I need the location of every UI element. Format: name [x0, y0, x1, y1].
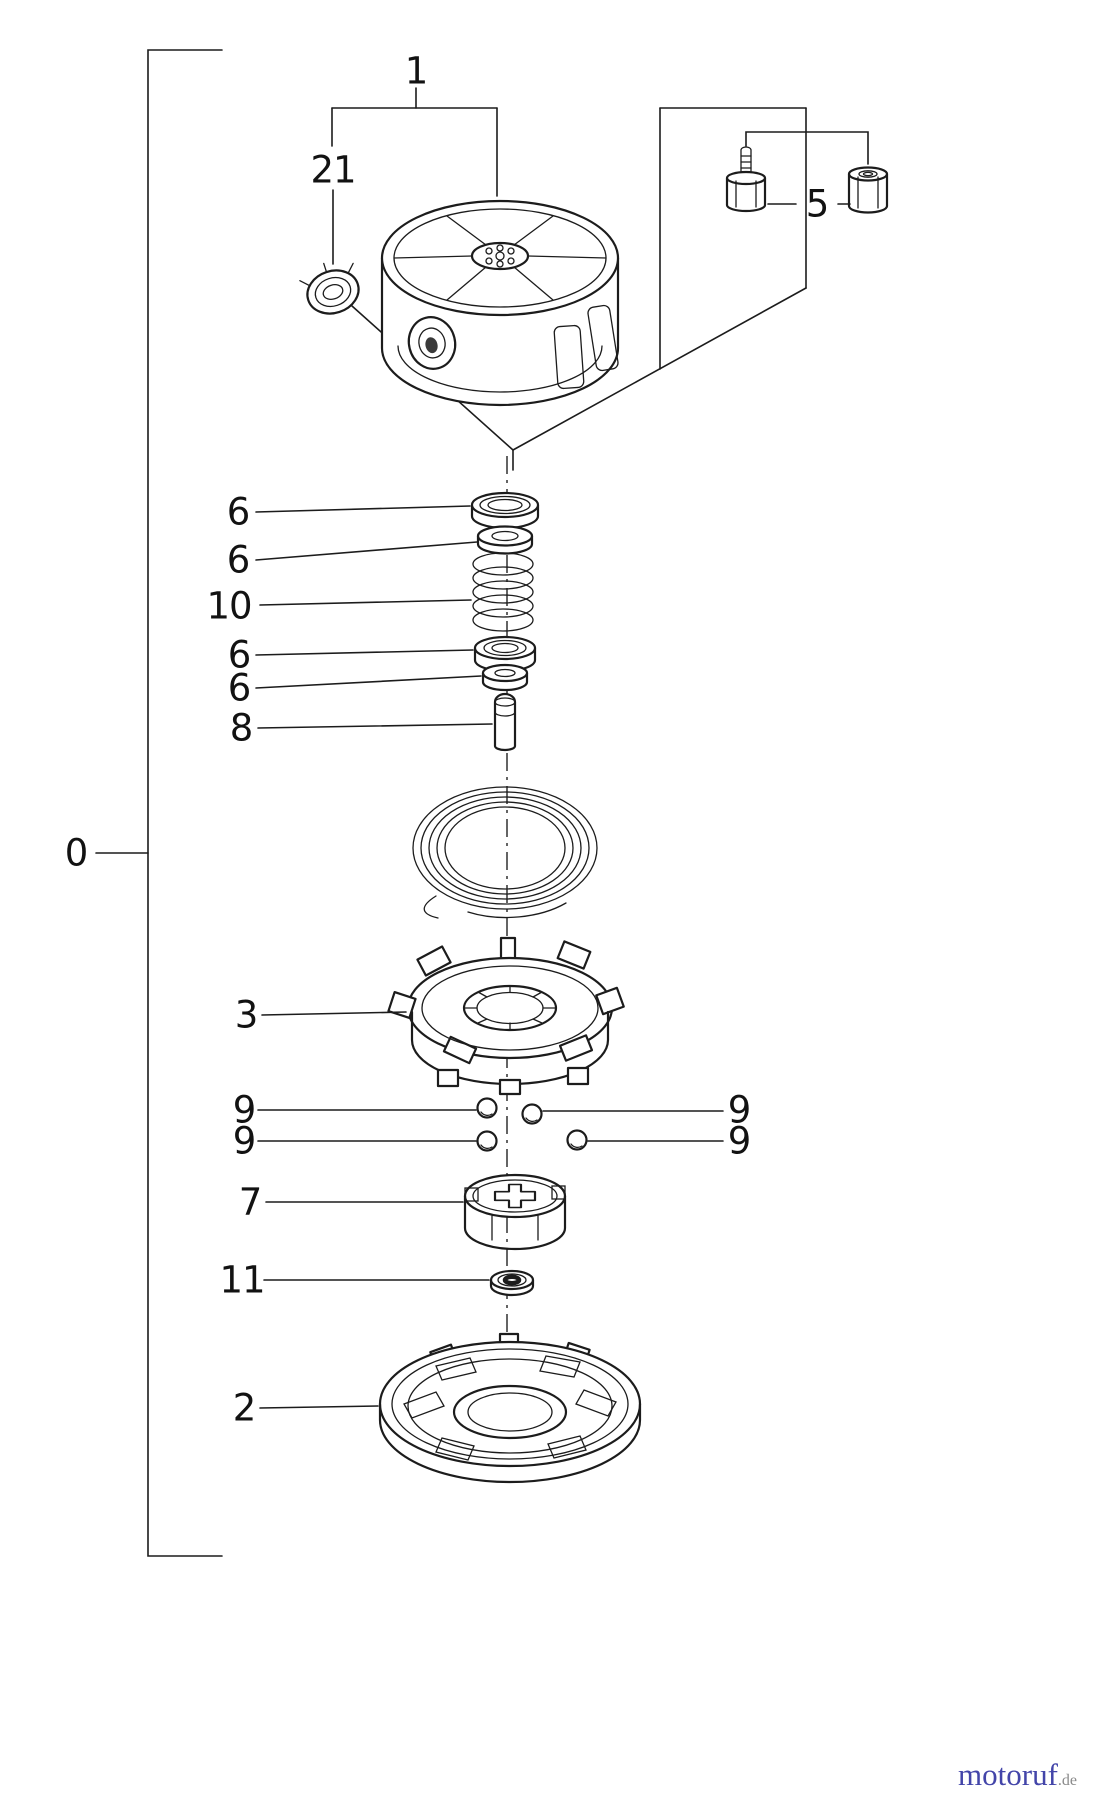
- ball-right-bottom-part: [566, 1129, 588, 1151]
- bolt-part: [725, 146, 767, 213]
- drive-hub-part: [463, 1173, 567, 1251]
- callout-part-9a: 9: [232, 1088, 257, 1132]
- spool-part: [387, 936, 625, 1096]
- callout-part-3: 3: [234, 993, 259, 1037]
- leader-lines: [255, 505, 724, 1409]
- ball-left-top-part: [476, 1097, 498, 1119]
- pin-part: [493, 692, 517, 752]
- callout-part-7: 7: [238, 1180, 263, 1224]
- head-cover-part: [380, 199, 620, 407]
- washer-mid-1-part: [473, 635, 537, 673]
- callout-part-8: 8: [229, 706, 254, 750]
- callout-part-6d: 6: [227, 666, 252, 710]
- callout-part-9c: 9: [232, 1119, 257, 1163]
- callout-part-6c: 6: [227, 633, 252, 677]
- ball-right-top-part: [521, 1103, 543, 1125]
- grommet-part: [299, 262, 360, 315]
- assembly-bracket: [95, 49, 223, 1557]
- washer-mid-2-part: [481, 663, 529, 692]
- trimmer-line-coil: [412, 786, 598, 919]
- callout-part-21: 21: [310, 148, 356, 192]
- callout-part-1: 1: [404, 49, 429, 93]
- callout-part-10: 10: [206, 584, 252, 628]
- washer-upper-part: [476, 525, 534, 555]
- watermark: motoruf.de: [958, 1759, 1077, 1790]
- spring-part: [472, 552, 534, 632]
- callout-part-9b: 9: [727, 1088, 752, 1132]
- watermark-tld: .de: [1057, 1772, 1077, 1789]
- callout-part-11: 11: [219, 1258, 265, 1302]
- small-washer-part: [489, 1269, 535, 1297]
- watermark-brand: motoruf: [958, 1757, 1058, 1792]
- callout-part-9d: 9: [727, 1119, 752, 1163]
- nut-part: [847, 166, 889, 214]
- housing-base-part: [378, 1332, 642, 1484]
- callout-part-6b: 6: [226, 538, 251, 582]
- ball-left-bottom-part: [476, 1130, 498, 1152]
- callout-part-2: 2: [232, 1386, 257, 1430]
- washer-cap-upper-part: [470, 491, 540, 530]
- callout-part-5: 5: [805, 182, 830, 226]
- callout-part-0: 0: [64, 831, 89, 875]
- callout-part-6a: 6: [226, 490, 251, 534]
